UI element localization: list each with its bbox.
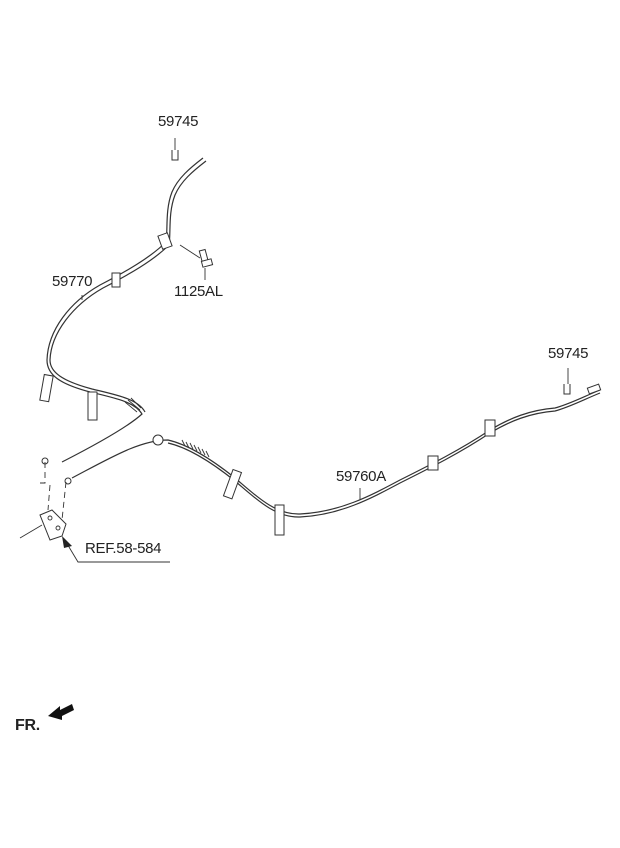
clip-59745-top xyxy=(171,150,179,161)
reference-leader xyxy=(65,541,170,563)
part-label-59745-right[interactable]: 59745 xyxy=(548,345,589,362)
cable-59760a xyxy=(64,383,602,536)
part-label-59745-top[interactable]: 59745 xyxy=(158,113,199,130)
bracket xyxy=(111,272,121,288)
bracket xyxy=(484,419,496,437)
bolt-1125al xyxy=(198,248,214,268)
cable-59770 xyxy=(39,157,207,465)
leader-line xyxy=(179,244,201,259)
bracket xyxy=(274,504,285,536)
reference-label[interactable]: REF.58-584 xyxy=(85,540,162,557)
bracket xyxy=(427,455,439,471)
cable-end xyxy=(152,434,164,446)
bracket xyxy=(87,391,98,421)
bracket xyxy=(39,373,54,403)
part-label-59760a[interactable]: 59760A xyxy=(336,468,386,485)
part-label-1125al[interactable]: 1125AL xyxy=(174,283,223,300)
part-label-59770[interactable]: 59770 xyxy=(52,273,93,290)
cable-end xyxy=(586,383,602,395)
cable-end xyxy=(64,477,72,485)
front-indicator-label: FR. xyxy=(15,717,40,734)
bracket xyxy=(157,232,173,250)
reference-arrow xyxy=(62,536,72,548)
bracket xyxy=(222,468,243,500)
front-arrow-icon xyxy=(48,704,74,720)
equalizer-bracket xyxy=(19,462,67,541)
clip-59745-right xyxy=(563,384,571,395)
